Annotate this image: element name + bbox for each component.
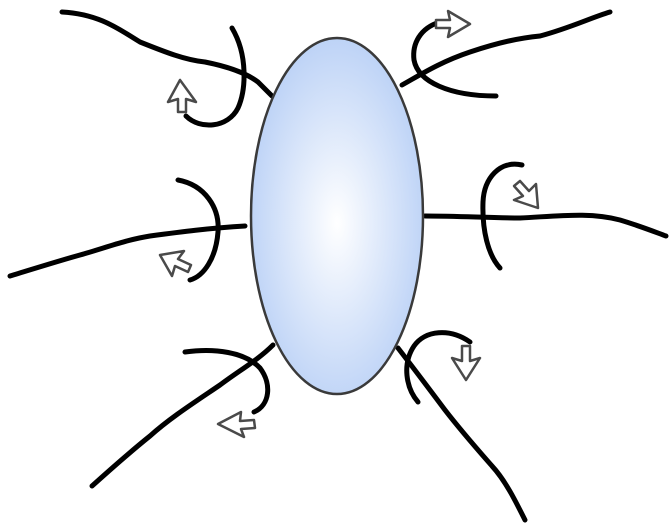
flagellum-middle-left xyxy=(10,226,245,276)
arrowhead-lower-left xyxy=(218,412,255,437)
curl-upper-left xyxy=(186,28,244,125)
arrowhead-middle-left xyxy=(160,251,191,276)
flagellum-lower-left xyxy=(92,345,273,486)
arrowhead-upper-right xyxy=(436,11,470,37)
flagellum-middle-right xyxy=(425,215,666,236)
cell-body xyxy=(251,38,423,394)
arrowhead-middle-right xyxy=(514,181,538,208)
arrowhead-lower-right xyxy=(452,346,480,380)
arrowhead-upper-left xyxy=(168,80,196,112)
